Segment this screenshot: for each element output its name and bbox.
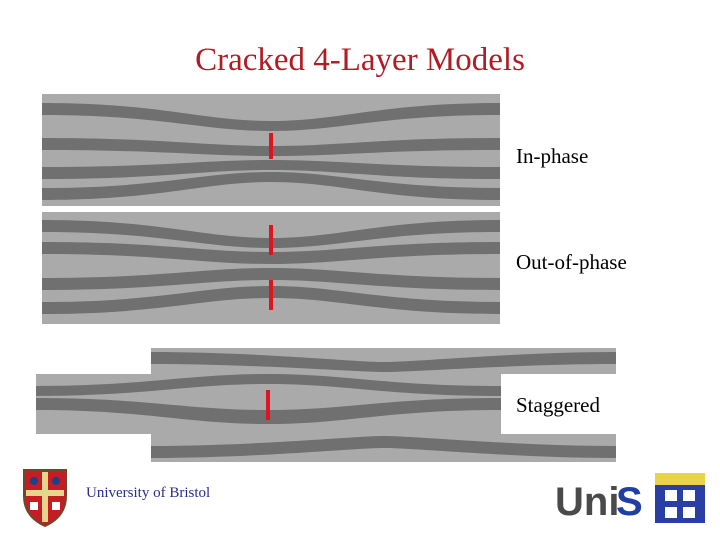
unis-logo-text-main: Uni	[555, 480, 619, 524]
crack-marker	[269, 133, 273, 159]
crack-marker-upper	[269, 225, 273, 255]
staggered-model-diagram	[36, 348, 616, 462]
unis-logo-text-accent: S	[616, 480, 643, 524]
university-crest-logo	[23, 469, 67, 528]
model-label-staggered: Staggered	[516, 391, 610, 420]
crack-marker-lower	[269, 280, 273, 310]
unis-logo: Uni S	[555, 473, 705, 524]
model-label-in-phase: In-phase	[516, 142, 589, 171]
unis-shield-icon	[655, 473, 705, 523]
in-phase-model-diagram	[42, 94, 500, 206]
footer-university-name: University of Bristol	[86, 485, 211, 501]
out-of-phase-model-diagram	[42, 212, 500, 324]
model-label-out-of-phase: Out-of-phase	[516, 248, 627, 277]
slide-title: Cracked 4-Layer Models	[195, 42, 525, 78]
crack-marker	[266, 390, 270, 420]
